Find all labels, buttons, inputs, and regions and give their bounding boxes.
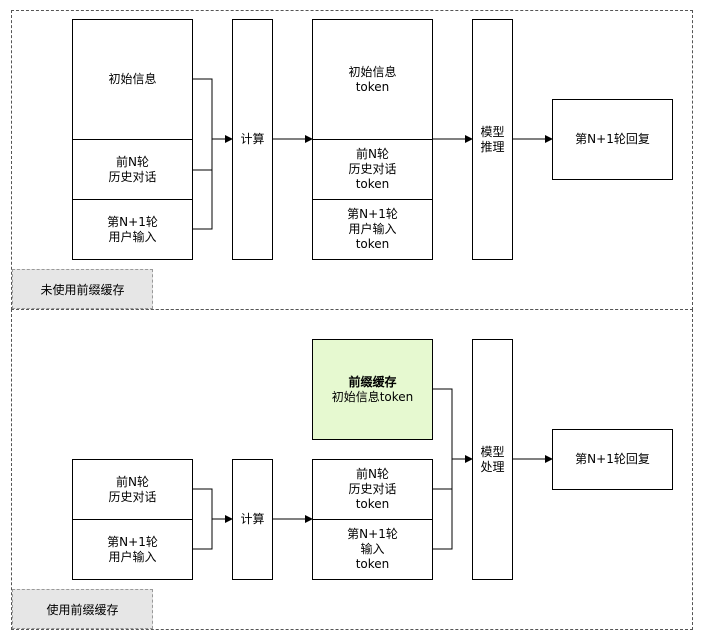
bottom-token-history: 前N轮 历史对话 token — [312, 459, 433, 520]
bottom-prefix-cache: 前缀缓存 初始信息token — [312, 339, 433, 440]
edge-top-input1-merge — [192, 78, 213, 230]
bottom-token-user: 第N+1轮 输入 token — [312, 519, 433, 580]
top-token-history: 前N轮 历史对话 token — [312, 139, 433, 200]
bottom-input-user: 第N+1轮 用户输入 — [72, 519, 193, 580]
top-section-tag: 未使用前缀缓存 — [12, 269, 153, 309]
top-model: 模型 推理 — [472, 19, 513, 260]
bottom-model: 模型 处理 — [472, 339, 513, 580]
bottom-section-tag: 使用前缀缓存 — [12, 589, 153, 629]
top-input-user: 第N+1轮 用户输入 — [72, 199, 193, 260]
edge-bottom-cache-merge — [432, 388, 453, 550]
bottom-input-history: 前N轮 历史对话 — [72, 459, 193, 520]
top-token-initial-info: 初始信息 token — [312, 19, 433, 140]
top-input-initial-info: 初始信息 — [72, 19, 193, 140]
bottom-panel — [11, 309, 693, 630]
top-output: 第N+1轮回复 — [552, 99, 673, 180]
top-token-user: 第N+1轮 用户输入 token — [312, 199, 433, 260]
top-compute: 计算 — [232, 19, 273, 260]
top-input-history: 前N轮 历史对话 — [72, 139, 193, 200]
bottom-output: 第N+1轮回复 — [552, 429, 673, 490]
bottom-compute: 计算 — [232, 459, 273, 580]
edge-bottom-inputs-merge — [192, 488, 213, 550]
